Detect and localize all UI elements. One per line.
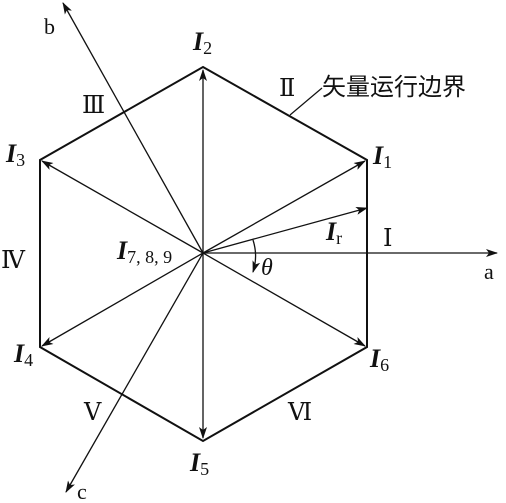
- center-vector-label: I7, 8, 9: [116, 236, 172, 267]
- axis-b-line: [62, 2, 204, 254]
- vector-i3-arrow: [41, 160, 204, 254]
- axis-c-line: [65, 252, 204, 493]
- reference-vector-arrow: [202, 207, 368, 254]
- theta-label: θ: [261, 255, 273, 281]
- sector-5-label: Ⅴ: [83, 400, 102, 426]
- vector-i6-arrow: [202, 252, 366, 347]
- axis-c-label: c: [77, 479, 87, 503]
- sector-2-label: Ⅱ: [279, 76, 295, 102]
- vector-i1-label: I1: [372, 141, 392, 172]
- sector-1-label: Ⅰ: [383, 226, 392, 252]
- vector-i6-label: I6: [369, 344, 389, 375]
- vector-i2-label: I2: [192, 27, 212, 58]
- theta-angle-arc: [252, 239, 261, 273]
- vector-i3-label: I3: [5, 139, 25, 170]
- boundary-label: 矢量运行边界: [322, 73, 466, 101]
- sector-6-label: Ⅵ: [287, 400, 312, 426]
- vector-i4-arrow: [41, 252, 204, 347]
- vector-i1-arrow: [202, 160, 366, 254]
- vector-i4-label: I4: [13, 339, 33, 370]
- boundary-label-leader: [289, 87, 323, 116]
- axis-a-label: a: [484, 259, 494, 284]
- axis-b-label: b: [44, 14, 55, 39]
- vector-i5-label: I5: [189, 448, 209, 479]
- reference-vector-label: Ir: [325, 217, 342, 248]
- sector-3-label: Ⅲ: [82, 93, 105, 119]
- hexagon-boundary: [39, 65, 368, 443]
- sector-4-label: Ⅳ: [1, 248, 26, 274]
